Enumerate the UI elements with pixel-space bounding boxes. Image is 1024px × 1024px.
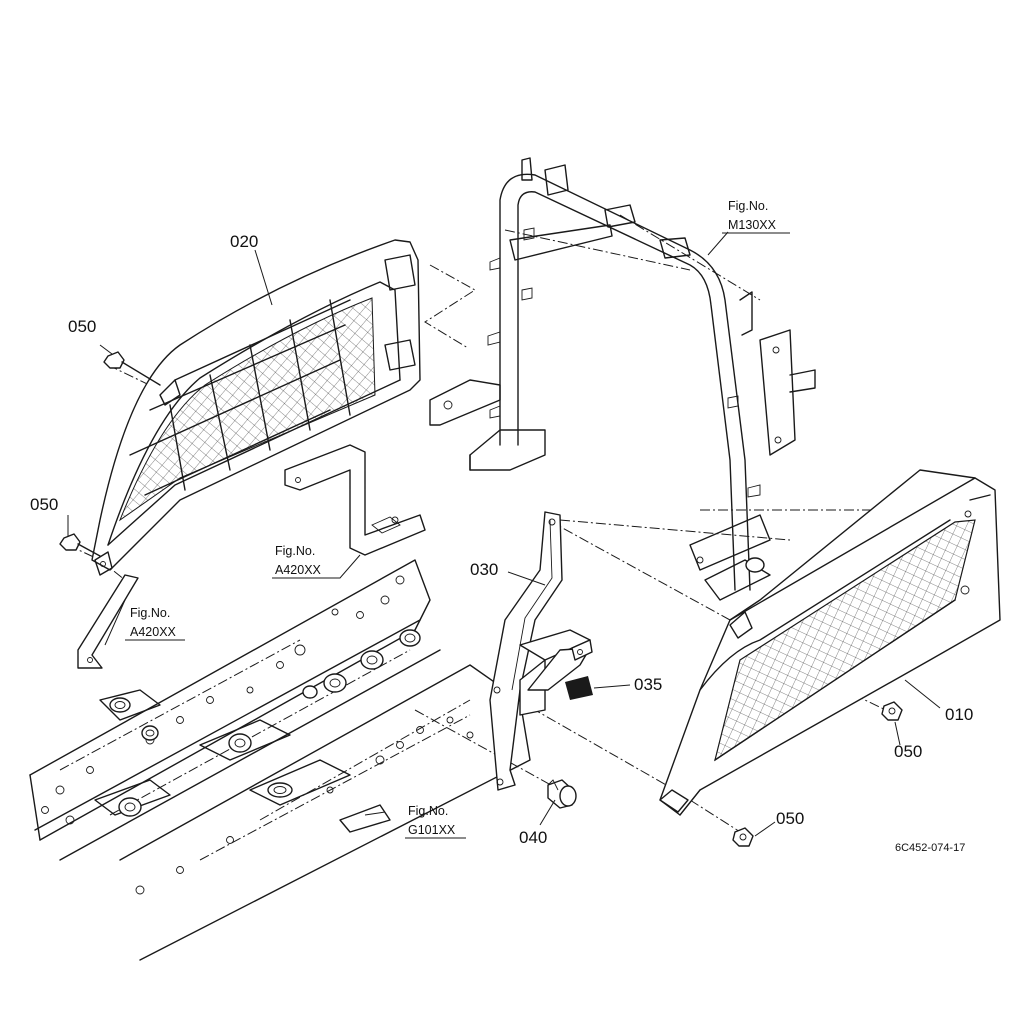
fig-ref-a420-lower-code: A420XX	[130, 625, 177, 639]
bolt-050-b[interactable]	[59, 533, 101, 557]
label-030: 030	[470, 560, 498, 579]
label-050-b: 050	[30, 495, 58, 514]
figure-references: Fig.No. M130XX Fig.No. A420XX Fig.No. A4…	[125, 199, 790, 839]
bracket-lower	[77, 574, 139, 669]
fig-ref-g101-code: G101XX	[408, 823, 456, 837]
label-010: 010	[945, 705, 973, 724]
part-010-front-grille[interactable]	[659, 469, 1001, 816]
fig-ref-m130-code: M130XX	[728, 218, 777, 232]
frame-holes	[41, 575, 474, 895]
part-035-cushion[interactable]	[527, 639, 593, 700]
fig-ref-a420-upper-prefix: Fig.No.	[275, 544, 315, 558]
label-040: 040	[519, 828, 547, 847]
bracket-upper	[284, 444, 426, 556]
fig-ref-a420-upper-code: A420XX	[275, 563, 322, 577]
frame-bushings	[109, 629, 421, 817]
part-020-side-grille[interactable]	[91, 239, 421, 576]
drawing-code: 6C452-074-17	[895, 842, 965, 854]
part-labels: 020 050 050 030 035 040 010 050 050	[30, 232, 973, 847]
bolt-050-c[interactable]	[881, 701, 903, 721]
label-050-a: 050	[68, 317, 96, 336]
fig-ref-m130-prefix: Fig.No.	[728, 199, 768, 213]
label-050-c: 050	[894, 742, 922, 761]
fig-ref-a420-lower-prefix: Fig.No.	[130, 606, 170, 620]
bolt-050-a[interactable]	[103, 351, 161, 386]
label-050-d: 050	[776, 809, 804, 828]
fig-ref-g101-prefix: Fig.No.	[408, 804, 448, 818]
label-035: 035	[634, 675, 662, 694]
bolt-050-d[interactable]	[732, 827, 754, 847]
rops-frame	[429, 157, 816, 601]
label-020: 020	[230, 232, 258, 251]
